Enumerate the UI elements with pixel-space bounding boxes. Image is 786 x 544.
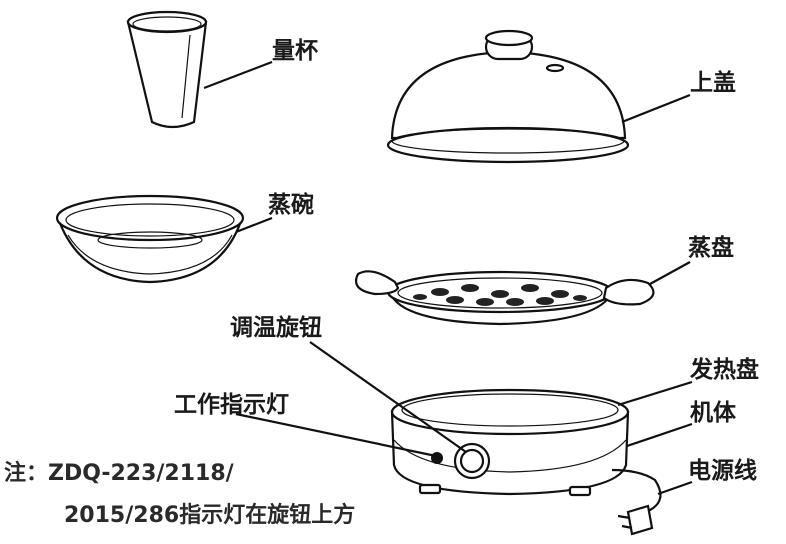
leader-line-indicator: [235, 412, 437, 458]
plug-icon: [617, 504, 654, 536]
note-line-2: 2015/286指示灯在旋钮上方: [64, 502, 355, 528]
lid-drawing: [386, 29, 630, 164]
leader-line-tray: [649, 261, 691, 285]
label-heating-plate: 发热盘: [689, 356, 759, 383]
label-temp-knob: 调温旋钮: [230, 314, 322, 341]
leader-line-cord: [657, 480, 693, 496]
temp-knob-inner: [459, 448, 485, 474]
base-drawing: [390, 388, 662, 536]
leader-line-knob: [309, 341, 467, 453]
steam-tray-drawing: [354, 270, 655, 326]
measuring-cup-drawing: [126, 10, 208, 129]
label-power-cord: 电源线: [688, 457, 757, 484]
label-measuring-cup: 量杯: [272, 38, 318, 64]
label-steam-tray: 蒸盘: [688, 234, 734, 261]
steam-bowl-drawing: [55, 194, 245, 284]
leader-line-cup: [203, 60, 273, 90]
label-body: 机体: [690, 400, 737, 426]
note-line-1: 注：ZDQ-223/2118/: [4, 460, 235, 486]
leader-line-lid: [621, 93, 691, 124]
indicator-light: [431, 452, 443, 464]
label-indicator-light: 工作指示灯: [174, 392, 289, 418]
leader-line-body: [626, 422, 693, 448]
label-lid: 上盖: [690, 69, 736, 96]
label-steam-bowl: 蒸碗: [268, 191, 314, 218]
leader-line-heating-plate: [617, 380, 693, 407]
leader-line-bowl: [235, 216, 273, 234]
